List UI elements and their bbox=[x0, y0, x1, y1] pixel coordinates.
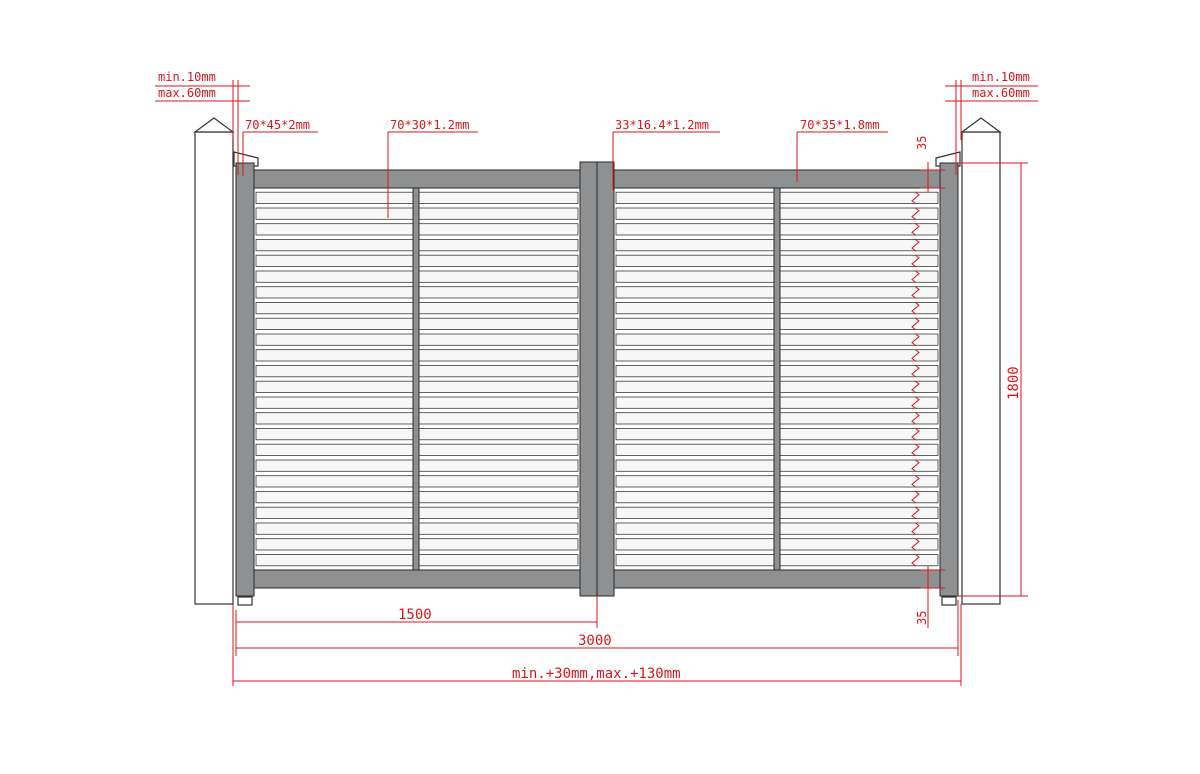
leaf-width-label: 1500 bbox=[398, 607, 432, 623]
gate-frame bbox=[235, 161, 959, 597]
slat-gap-bottom-dimension: 35 bbox=[915, 566, 945, 628]
total-width-label: 3000 bbox=[578, 633, 612, 649]
profile-slat-callout: 70*30*1.2mm bbox=[387, 118, 478, 218]
slat-gap-top-dimension: 35 bbox=[915, 136, 945, 192]
left-gap-min-label: min.10mm bbox=[158, 70, 216, 84]
opening-label: min.+30mm,max.+130mm bbox=[512, 666, 681, 682]
profile-frame-callout: 70*45*2mm bbox=[242, 118, 318, 176]
profile-rail-callout: 70*35*1.8mm bbox=[796, 118, 888, 182]
height-dimension: 1800 bbox=[958, 162, 1028, 597]
profile-slat-label: 70*30*1.2mm bbox=[390, 118, 469, 132]
right-gap-dimension: min.10mm max.60mm bbox=[945, 70, 1038, 175]
left-post bbox=[193, 117, 259, 606]
profile-center-label: 33*16.4*1.2mm bbox=[615, 118, 709, 132]
height-label: 1800 bbox=[1006, 366, 1022, 400]
mid-uprights bbox=[412, 187, 781, 571]
slat-gap-top-label: 35 bbox=[915, 136, 929, 150]
profile-center-callout: 33*16.4*1.2mm bbox=[612, 118, 720, 190]
right-gap-max-label: max.60mm bbox=[972, 86, 1030, 100]
right-post bbox=[935, 117, 1002, 606]
right-gap-min-label: min.10mm bbox=[972, 70, 1030, 84]
left-gap-max-label: max.60mm bbox=[158, 86, 216, 100]
opening-dimension: min.+30mm,max.+130mm bbox=[232, 604, 962, 686]
slat-gap-bottom-label: 35 bbox=[915, 611, 929, 625]
profile-rail-label: 70*35*1.8mm bbox=[800, 118, 879, 132]
total-width-dimension: 3000 bbox=[235, 600, 959, 656]
profile-frame-label: 70*45*2mm bbox=[245, 118, 310, 132]
leaf-width-dimension: 1500 bbox=[235, 596, 598, 628]
slat-pitch-mark bbox=[911, 191, 920, 567]
left-gap-dimension: min.10mm max.60mm bbox=[155, 70, 250, 175]
